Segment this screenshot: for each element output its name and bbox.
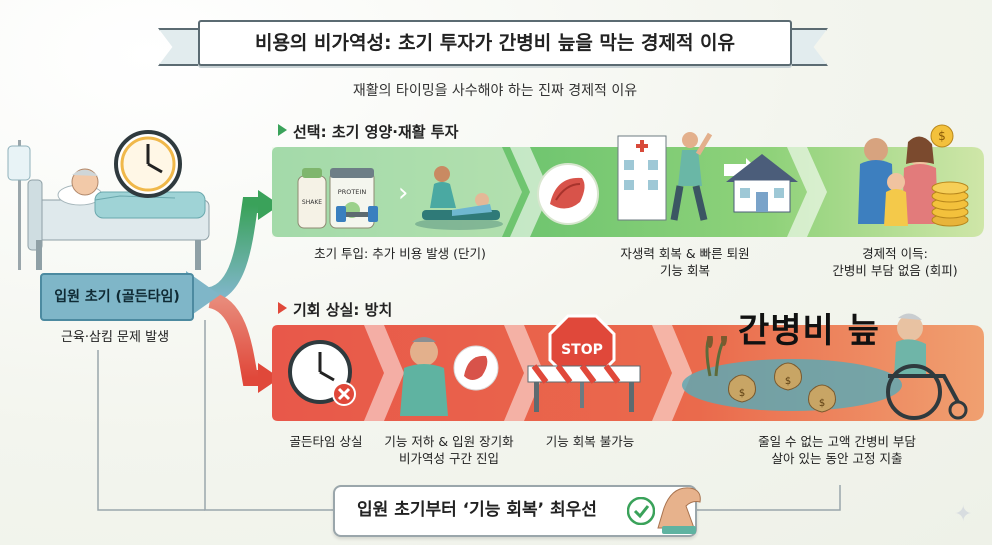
house-icon (726, 154, 798, 213)
dumbbell-icon (336, 206, 378, 222)
down-arrow-path (207, 292, 262, 386)
up-arrow-head (258, 190, 280, 220)
therapy-icon (415, 166, 503, 230)
big-label: 간병비 늪 (738, 311, 880, 351)
chevron-right-icon: › (398, 178, 409, 208)
flexed-arm-icon (657, 487, 701, 534)
money-bag-icon: $ $ $ (705, 336, 836, 413)
footer-line-left2 (97, 350, 205, 511)
hospital-bed-icon (7, 140, 210, 270)
footer-box: 입원 초기부터 ‘기능 회복’ 최우선 (333, 485, 697, 537)
good-path-label-text: 선택: 초기 영양·재활 투자 (293, 123, 459, 141)
sparkle-icon: ✦ (954, 502, 973, 527)
check-icon (627, 497, 655, 525)
broken-barrier-icon (527, 364, 641, 412)
good-step-1-caption: 초기 투입: 추가 비용 발생 (단기) (314, 246, 486, 261)
good-step-2-caption: 자생력 회복 & 빠른 퇴원 기능 회복 (620, 246, 750, 278)
bad-path-label: 기회 상실: 방치 (278, 299, 392, 320)
start-caption: 근육·삼킴 문제 발생 (60, 330, 170, 345)
bad-path-label-text: 기회 상실: 방치 (293, 301, 393, 319)
family-icon (858, 136, 938, 226)
page-title: 비용의 비가역성: 초기 투자가 간병비 늪을 막는 경제적 이유 (254, 32, 736, 54)
bad-step-2-caption: 기능 저하 & 입원 장기화 비가역성 구간 진입 (384, 434, 514, 466)
stop-sign-icon: STOP (527, 314, 641, 412)
good-path-label: 선택: 초기 영양·재활 투자 (278, 121, 458, 142)
bad-step-3-caption: 기능 회복 불가능 (545, 434, 635, 449)
coin-icon: $ (930, 124, 969, 227)
wheelchair-icon (886, 313, 968, 420)
page-subtitle: 재활의 타이밍을 사수해야 하는 진짜 경제적 이유 (352, 83, 638, 99)
svg-text:$: $ (938, 129, 946, 143)
svg-text:$: $ (739, 388, 745, 399)
protein-label: PROTEIN (338, 188, 367, 196)
bad-step-4-caption: 줄일 수 없는 고액 간병비 부담 살아 있는 동안 고정 지출 (758, 434, 916, 466)
stop-sign-text: STOP (561, 342, 603, 358)
triangle-bullet-icon (278, 302, 287, 314)
bad-step-1-caption: 골든타임 상실 (289, 434, 363, 449)
footer-line-right (693, 485, 841, 511)
start-label: 입원 초기 (골든타임) (40, 273, 194, 321)
clock-icon (114, 130, 182, 198)
svg-text:$: $ (785, 376, 791, 387)
pain-icon (400, 337, 499, 416)
muscle-icon (537, 163, 599, 225)
banner-ribbon (198, 20, 792, 66)
shake-label: SHAKE (302, 199, 322, 206)
good-step-3-caption: 경제적 이득: 간병비 부담 없음 (회피) (832, 246, 958, 278)
title-banner: 비용의 비가역성: 초기 투자가 간병비 늪을 막는 경제적 이유 (158, 14, 828, 70)
svg-text:$: $ (819, 398, 825, 409)
triangle-bullet-icon (278, 124, 287, 136)
down-arrow-head (258, 363, 280, 393)
up-arrow-path (207, 197, 262, 303)
footer-text: 입원 초기부터 ‘기능 회복’ 최우선 (357, 500, 597, 520)
clock-cross-icon (288, 340, 356, 406)
